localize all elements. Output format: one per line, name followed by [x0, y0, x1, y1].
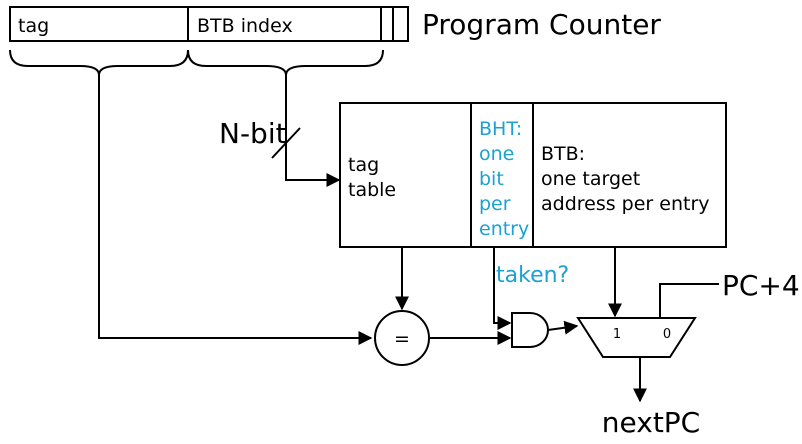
mux: 1 0 — [576, 317, 697, 358]
btb-table: tag table BHT: one bit per entry BTB: on… — [339, 102, 727, 248]
pc-plus-4-label: PC+4 — [722, 269, 800, 302]
pc-register-box — [9, 6, 409, 42]
comparator: = — [374, 310, 430, 366]
bus-width-slash — [271, 127, 301, 159]
bht-line-2: one — [479, 143, 514, 165]
and-to-mux — [547, 320, 579, 335]
pc-tag-to-comparator — [98, 75, 373, 345]
tag-table-line-1: tag — [348, 154, 379, 176]
bht-line-3: bit — [479, 168, 504, 190]
mux-body — [576, 317, 697, 358]
tag-table-line-2: table — [348, 179, 396, 201]
btb-line-1: BTB: — [541, 143, 585, 165]
pc-register: tag BTB index Program Counter — [9, 6, 661, 42]
bht-line-5: entry — [479, 218, 529, 240]
and-gate — [511, 312, 549, 348]
btb-line-2: one target — [541, 168, 640, 190]
pc-field-tag: tag — [18, 15, 49, 37]
pc-plus-4-to-mux — [659, 283, 719, 318]
comparator-symbol: = — [394, 328, 410, 350]
pc-label: Program Counter — [422, 8, 661, 41]
tag-brace — [9, 49, 189, 76]
pc-field-btb-index: BTB index — [197, 15, 293, 37]
taken-label: taken? — [496, 263, 569, 288]
index-brace — [187, 49, 384, 76]
mux-input-0: 0 — [663, 327, 671, 342]
bht-line-4: per — [479, 193, 511, 215]
btb-line-3: address per entry — [541, 193, 710, 215]
mux-input-1: 1 — [613, 327, 621, 342]
bus-width-label: N-bit — [219, 117, 287, 150]
next-pc-label: nextPC — [602, 406, 700, 439]
bht-to-and — [493, 247, 512, 330]
index-bus-line — [285, 75, 341, 187]
bht-line-1: BHT: — [479, 118, 522, 140]
